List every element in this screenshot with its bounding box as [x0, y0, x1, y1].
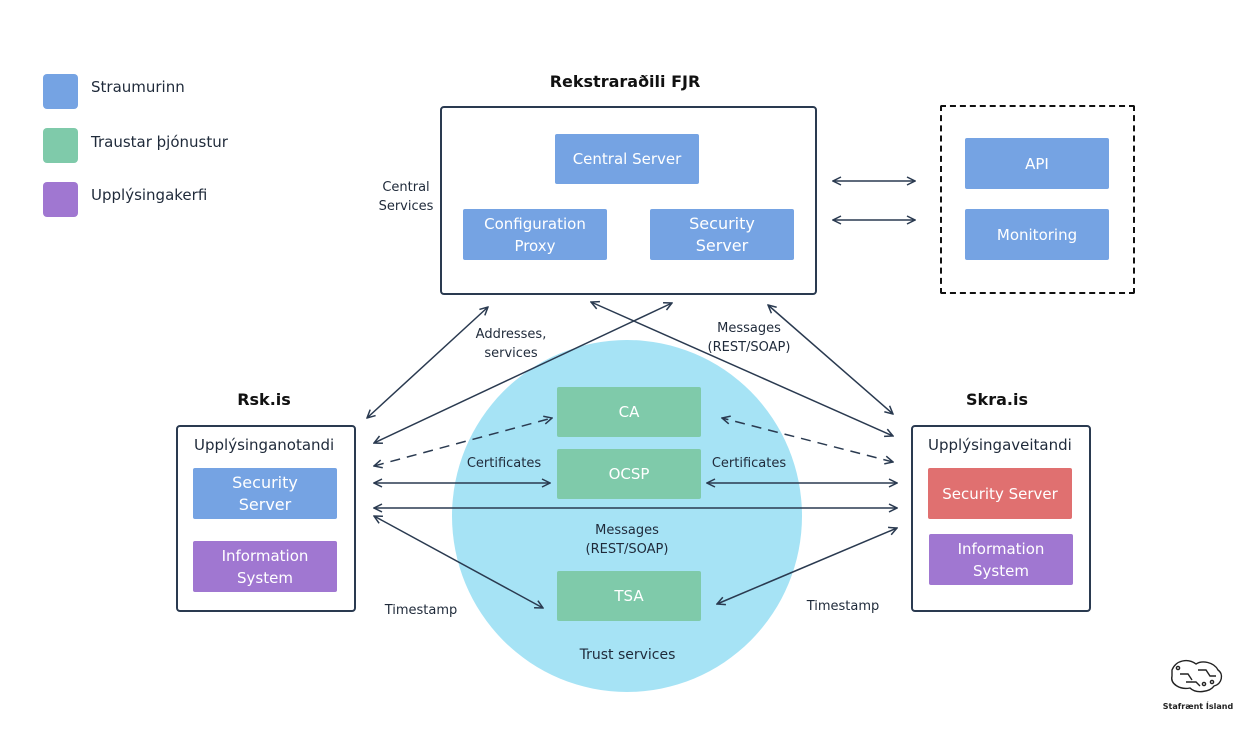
left-member-frame [176, 425, 356, 612]
api-box: API [965, 138, 1109, 189]
arrow-left-tsa [374, 516, 543, 608]
legend-label-traustar: Traustar þjónustur [91, 133, 228, 151]
left-member-title: Rsk.is [237, 390, 291, 409]
arrow-left-ca-dashed [374, 418, 552, 466]
left-security-server-box: Security Server [193, 468, 337, 519]
tsa-box: TSA [557, 571, 701, 621]
central-services-frame [440, 106, 817, 295]
right-information-system-box: Information System [929, 534, 1073, 585]
configuration-proxy-box: Configuration Proxy [463, 209, 607, 260]
monitoring-box: Monitoring [965, 209, 1109, 260]
logo-text: Stafrænt Ísland [1162, 702, 1234, 711]
ocsp-box: OCSP [557, 449, 701, 499]
messages-top-label: Messages (REST/SOAP) [707, 321, 791, 355]
legend-label-upplysingakerfi: Upplýsingakerfi [91, 186, 208, 204]
central-server-box: Central Server [555, 134, 699, 184]
legend-label-straumurinn: Straumurinn [91, 78, 185, 96]
legend-swatch-straumurinn [43, 74, 78, 109]
right-member-frame [911, 425, 1091, 612]
stafraent-island-logo-icon [1171, 659, 1223, 693]
arrow-left-messages-central [374, 303, 672, 443]
external-services-frame [940, 105, 1135, 294]
right-member-title: Skra.is [966, 390, 1028, 409]
certificates-right-label: Certificates [711, 456, 787, 471]
certificates-left-label: Certificates [466, 456, 542, 471]
trust-services-label: Trust services [579, 647, 676, 663]
legend-swatch-upplysingakerfi [43, 182, 78, 217]
right-member-role: Upplýsingaveitandi [928, 436, 1072, 454]
legend-swatch-traustar [43, 128, 78, 163]
right-security-server-box: Security Server [928, 468, 1072, 519]
left-information-system-box: Information System [193, 541, 337, 592]
arrow-right-tsa [717, 528, 897, 604]
operator-title: Rekstraraðili FJR [549, 72, 701, 91]
addresses-services-label: Addresses, services [475, 327, 547, 361]
arrow-right-messages-central [768, 305, 893, 414]
central-security-server-box: Security Server [650, 209, 794, 260]
timestamp-right-label: Timestamp [806, 599, 880, 614]
left-member-role: Upplýsinganotandi [194, 436, 335, 454]
arrow-right-ca-dashed [722, 418, 893, 462]
messages-mid-label: Messages (REST/SOAP) [585, 523, 669, 557]
timestamp-left-label: Timestamp [384, 603, 458, 618]
central-services-label: Central Services [378, 180, 434, 214]
